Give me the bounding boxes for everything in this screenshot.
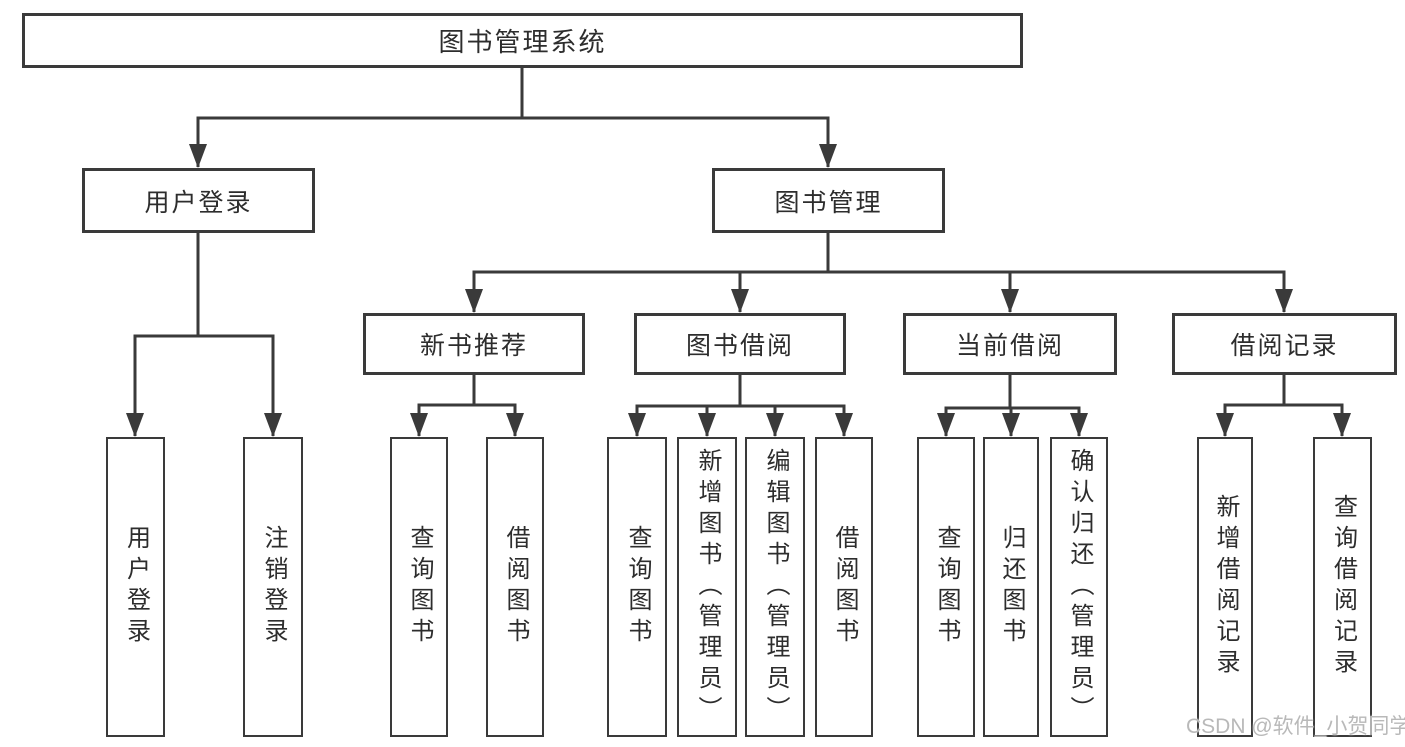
leaf-return-book: 归还图书: [983, 437, 1039, 737]
node-root: 图书管理系统: [22, 13, 1023, 68]
connector-new-book-rec-to-leaves: [410, 374, 524, 437]
node-label: 新增借阅记录: [1212, 494, 1239, 680]
leaf-confirm-return-admin: 确认归还（管理员）: [1050, 437, 1108, 737]
leaf-query-books-borrow: 查询图书: [607, 437, 667, 737]
connector-root-to-level1: [189, 67, 837, 168]
node-label: 归还图书: [998, 525, 1025, 649]
node-label: 注销登录: [260, 525, 287, 649]
node-label: 查询借阅记录: [1329, 494, 1357, 680]
leaf-borrow-books: 借阅图书: [815, 437, 873, 737]
leaf-borrow-books-rec: 借阅图书: [486, 437, 544, 737]
node-label: 图书管理系统: [438, 27, 607, 57]
node-label: 借阅记录: [1230, 332, 1339, 360]
watermark: CSDN @软件_小贺同学: [1186, 715, 1405, 738]
leaf-query-books-current: 查询图书: [917, 437, 975, 737]
leaf-add-book-admin: 新增图书（管理员）: [677, 437, 737, 737]
leaf-edit-book-admin: 编辑图书（管理员）: [745, 437, 805, 737]
connector-book-borrow-to-leaves: [628, 374, 853, 437]
connector-current-borrow-to-leaves: [937, 374, 1088, 437]
node-user-login: 用户登录: [82, 168, 315, 233]
node-label: 查询图书: [406, 525, 433, 649]
node-new-book-rec: 新书推荐: [363, 313, 585, 375]
node-label: 借阅图书: [502, 525, 529, 649]
leaf-user-login: 用户登录: [106, 437, 165, 737]
node-label: 查询图书: [933, 525, 960, 649]
connector-borrow-records-to-leaves: [1216, 372, 1351, 437]
leaf-query-borrow-record: 查询借阅记录: [1313, 437, 1372, 737]
node-book-borrow: 图书借阅: [634, 313, 846, 375]
node-current-borrow: 当前借阅: [903, 313, 1117, 375]
leaf-add-borrow-record: 新增借阅记录: [1197, 437, 1253, 737]
node-label: 查询图书: [624, 525, 651, 649]
node-label: 借阅图书: [831, 525, 858, 649]
node-label: 编辑图书（管理员）: [762, 447, 789, 727]
leaf-logout: 注销登录: [243, 437, 303, 737]
node-label: 用户登录: [122, 525, 150, 649]
node-label: 用户登录: [144, 188, 253, 217]
connector-book-mgmt-to-level2: [465, 232, 1293, 313]
node-label: 新书推荐: [419, 332, 528, 360]
leaf-query-books-rec: 查询图书: [390, 437, 448, 737]
node-label: 新增图书（管理员）: [694, 447, 721, 727]
node-label: 图书管理: [774, 188, 883, 217]
node-label: 确认归还（管理员）: [1066, 447, 1093, 727]
node-borrow-records: 借阅记录: [1172, 313, 1397, 375]
connector-user-login-to-leaves: [126, 232, 282, 437]
node-label: 图书借阅: [685, 332, 794, 360]
node-label: 当前借阅: [955, 332, 1064, 360]
node-book-mgmt: 图书管理: [712, 168, 945, 233]
